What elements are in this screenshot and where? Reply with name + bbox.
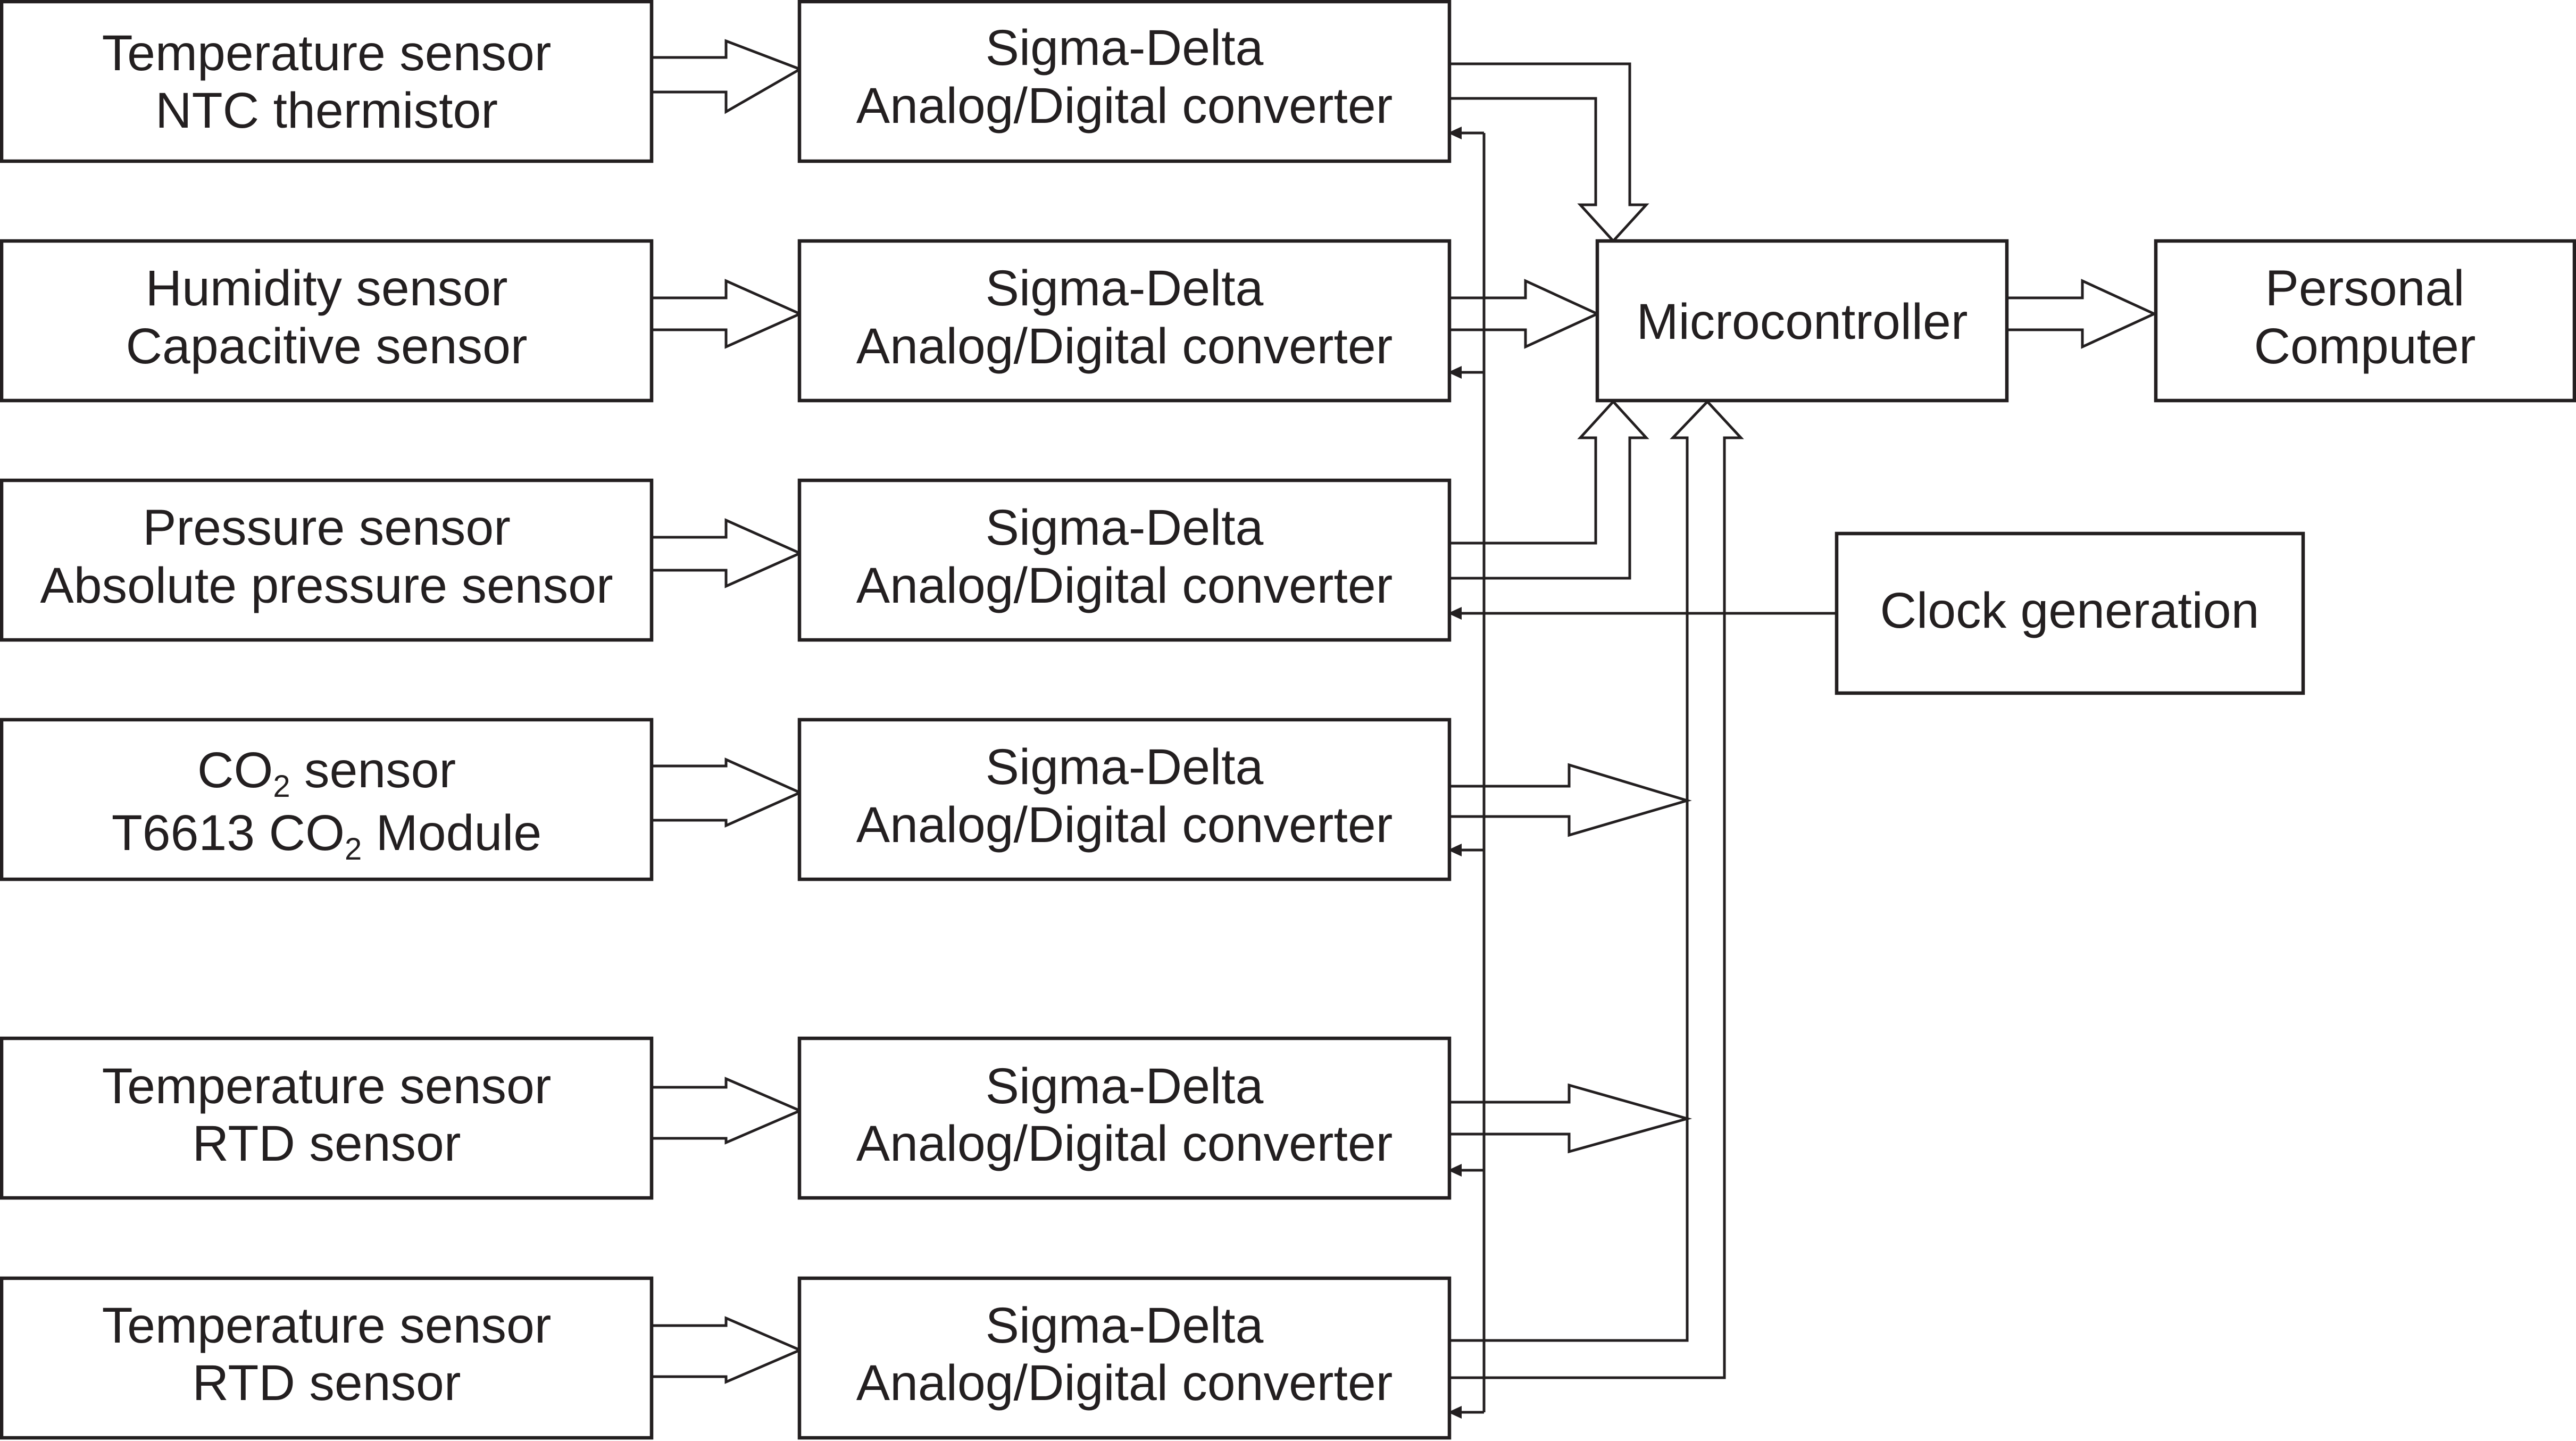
adc-box-3: Sigma-Delta Analog/Digital converter [797, 478, 1452, 642]
bus-arrow-sensor3-adc3 [652, 518, 804, 588]
adc-box-6: Sigma-Delta Analog/Digital converter [797, 1276, 1452, 1440]
microcontroller-box: Microcontroller [1595, 239, 2009, 403]
sensor-label-line2: T6613 CO2 Module [112, 805, 542, 867]
sensor-box-co2: CO2 sensor T6613 CO2 Module [0, 718, 654, 881]
bus-connections [652, 39, 2157, 1384]
sensor-label-line1: Temperature sensor [102, 1058, 552, 1114]
sensor-label-line1: Humidity sensor [145, 260, 507, 316]
sensor-label-line2: RTD sensor [192, 1115, 461, 1172]
bus-arrow-sensor2-adc2 [652, 279, 804, 349]
adc-column: Sigma-Delta Analog/Digital converter Sig… [797, 0, 1452, 1440]
clock-arrowhead-adc2 [1448, 366, 1462, 379]
adc-label-line2: Analog/Digital converter [856, 797, 1393, 853]
sensor-label-line2: Absolute pressure sensor [40, 557, 613, 614]
adc-label-line1: Sigma-Delta [986, 20, 1264, 76]
sensor-label-line1: CO2 sensor [197, 742, 456, 804]
sensor-box-temperature-ntc: Temperature sensor NTC thermistor [0, 0, 654, 163]
adc-label-line2: Analog/Digital converter [856, 78, 1393, 134]
bus-arrow-adc3-mcu [1449, 399, 1649, 580]
sensor-box-temperature-rtd-2: Temperature sensor RTD sensor [0, 1276, 654, 1440]
bus-arrow-sensor1-adc1 [652, 39, 803, 114]
bus-arrow-adc1-mcu [1449, 62, 1649, 243]
bus-arrow-sensor4-adc4 [652, 757, 804, 828]
pc-label-line1: Personal [2265, 260, 2465, 316]
adc-box-1: Sigma-Delta Analog/Digital converter [797, 0, 1452, 163]
adc-label-line2: Analog/Digital converter [856, 318, 1393, 374]
sensor-label-line1: Temperature sensor [102, 1297, 552, 1354]
adc-label-line2: Analog/Digital converter [856, 557, 1393, 614]
sensor-label-line2: RTD sensor [192, 1355, 461, 1411]
sensor-column: Temperature sensor NTC thermistor Humidi… [0, 0, 654, 1440]
adc-label-line1: Sigma-Delta [986, 739, 1264, 795]
microcontroller-label: Microcontroller [1637, 294, 1968, 350]
clock-arrowhead-adc5 [1448, 1164, 1462, 1177]
adc-box-4: Sigma-Delta Analog/Digital converter [797, 718, 1452, 881]
clock-arrowhead-adc4 [1448, 844, 1462, 856]
clock-arrowhead-adc3 [1448, 607, 1462, 620]
sensor-label-line2: Capacitive sensor [126, 318, 527, 374]
sensor-box-temperature-rtd-1: Temperature sensor RTD sensor [0, 1036, 654, 1200]
clock-arrowhead-adc6 [1448, 1406, 1462, 1419]
sensor-box-pressure: Pressure sensor Absolute pressure sensor [0, 478, 654, 642]
adc-label-line1: Sigma-Delta [986, 1297, 1264, 1354]
sensor-label-line2: NTC thermistor [155, 82, 498, 139]
adc-label-line1: Sigma-Delta [986, 499, 1264, 556]
bus-arrow-sensor6-adc6 [652, 1316, 804, 1384]
clock-generation-box: Clock generation [1835, 531, 2305, 695]
sensor-label-line1: Pressure sensor [143, 499, 511, 556]
pc-label-line2: Computer [2254, 318, 2475, 374]
clock-distribution [1448, 127, 1835, 1419]
personal-computer-box: Personal Computer [2154, 239, 2576, 403]
clock-generation-label: Clock generation [1880, 582, 2260, 639]
bus-arrow-mcu-pc [2007, 279, 2157, 349]
bus-arrow-adc2-mcu [1449, 279, 1600, 349]
adc-label-line1: Sigma-Delta [986, 260, 1264, 316]
adc-label-line2: Analog/Digital converter [856, 1355, 1393, 1411]
adc-box-5: Sigma-Delta Analog/Digital converter [797, 1036, 1452, 1200]
adc-label-line1: Sigma-Delta [986, 1058, 1264, 1114]
bus-arrow-adc5-bus [1449, 1083, 1693, 1154]
sensor-box-humidity: Humidity sensor Capacitive sensor [0, 239, 654, 403]
adc-label-line2: Analog/Digital converter [856, 1115, 1393, 1172]
bus-arrow-sensor5-adc5 [652, 1077, 804, 1145]
adc-box-2: Sigma-Delta Analog/Digital converter [797, 239, 1452, 403]
bus-arrow-adc4-bus [1449, 763, 1692, 837]
sensor-label-line1: Temperature sensor [102, 25, 552, 81]
clock-arrowhead-adc1 [1448, 127, 1462, 139]
